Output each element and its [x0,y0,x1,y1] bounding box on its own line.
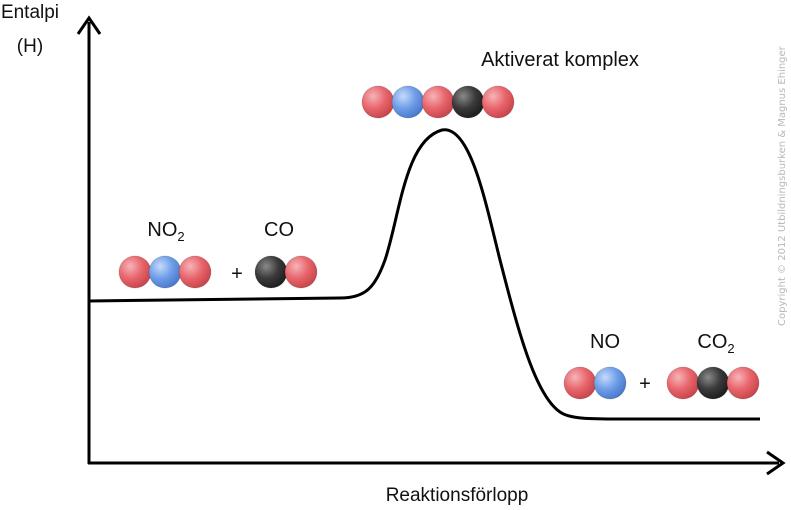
reactant-no2-formula: NO2 [147,219,184,244]
oxygen-atom [118,255,152,289]
oxygen-atom [178,255,212,289]
carbon-atom [451,85,485,119]
molecule-co2 [666,366,760,400]
nitrogen-atom [148,255,182,289]
copyright-text: Copyright © 2012 Utbildningsburken & Mag… [777,45,788,326]
molecule-activated-complex [361,85,515,119]
oxygen-atom [726,366,760,400]
carbon-atom [696,366,730,400]
product-co2-formula: CO2 [697,331,734,356]
oxygen-atom [481,85,515,119]
y-axis-label-line1: Entalpi [1,2,59,23]
transition-state-label: Aktiverat komplex [481,49,639,71]
oxygen-atom [361,85,395,119]
oxygen-atom [421,85,455,119]
x-axis-arrowhead [766,450,786,476]
x-axis-label: Reaktionsförlopp [386,485,529,506]
molecule-no [563,366,627,400]
nitrogen-atom [391,85,425,119]
molecule-no2 [118,255,212,289]
carbon-atom [254,255,288,289]
reactant-plus-sign: + [231,263,243,285]
y-axis-label-line2: (H) [17,36,43,57]
nitrogen-atom [593,366,627,400]
molecule-co [254,255,318,289]
oxygen-atom [563,366,597,400]
product-plus-sign: + [639,373,651,395]
oxygen-atom [284,255,318,289]
product-no-formula: NO [590,331,620,353]
reactant-co-formula: CO [264,219,294,241]
oxygen-atom [666,366,700,400]
y-axis-arrowhead [76,15,102,35]
enthalpy-curve [88,128,760,421]
